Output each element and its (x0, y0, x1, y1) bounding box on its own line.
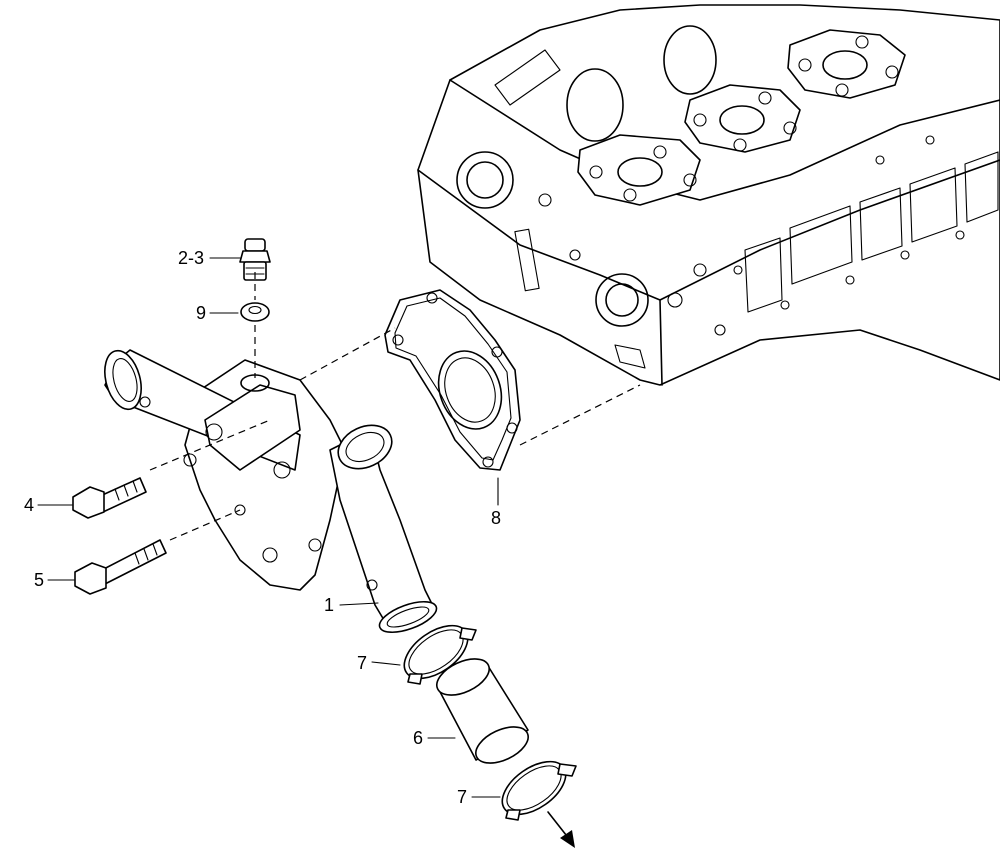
direction-arrow (547, 811, 575, 848)
cylinder-head-block (417, 4, 1000, 386)
injector-boss-1 (577, 134, 701, 206)
callout-7-upper: 7 (357, 653, 367, 673)
alignment-lines (149, 272, 641, 541)
callout-4: 4 (24, 495, 34, 515)
bolt-long (74, 539, 167, 595)
hose (436, 658, 529, 764)
bolt-short (72, 477, 147, 519)
callout-9: 9 (196, 303, 206, 323)
fitting (239, 238, 271, 281)
injector-boss-2 (684, 84, 801, 153)
hose-clamp-lower (501, 760, 577, 821)
callout-8: 8 (491, 508, 501, 528)
callout-7-lower: 7 (457, 787, 467, 807)
thermostat-housing (104, 349, 438, 634)
injector-boss-3 (787, 29, 906, 99)
washer (240, 302, 270, 322)
callout-6: 6 (413, 728, 423, 748)
gasket (384, 289, 521, 471)
callout-2-3: 2-3 (178, 248, 204, 268)
leader-lines (37, 257, 501, 798)
callout-5: 5 (34, 570, 44, 590)
callout-1: 1 (324, 595, 334, 615)
